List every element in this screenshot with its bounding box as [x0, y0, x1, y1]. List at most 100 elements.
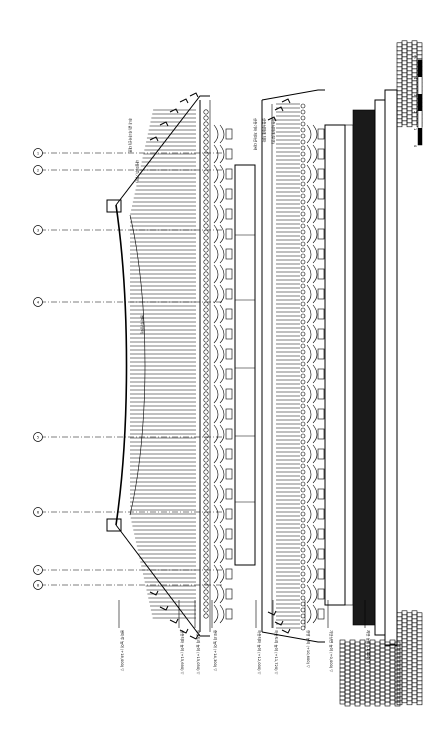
stone-block: [396, 82, 403, 88]
stone-block: [401, 108, 408, 114]
stone-block: [396, 94, 403, 100]
level-label: 중도리 높이 (+14,300) ▽: [213, 630, 218, 671]
stone-block: [359, 643, 366, 649]
tile-end: [203, 151, 209, 157]
stone-block: [379, 687, 386, 693]
stone-block: [394, 645, 401, 651]
tile-end: [300, 343, 306, 349]
stone-block: [374, 669, 381, 675]
eave-tile-hook: [159, 121, 169, 127]
bracket-block: [225, 608, 233, 620]
tile-end: [203, 397, 209, 403]
stone-block: [344, 645, 351, 651]
stone-block: [411, 80, 418, 86]
stone-block: [416, 644, 423, 650]
stone-block: [406, 628, 413, 634]
bracket-scallop: [312, 204, 318, 224]
tile-end: [203, 205, 209, 211]
stone-block: [396, 46, 403, 52]
stone-block: [374, 681, 381, 687]
stone-block: [406, 632, 413, 638]
tile-end: [203, 229, 209, 235]
stone-block: [406, 672, 413, 678]
stone-block: [369, 699, 376, 705]
stone-block: [401, 662, 408, 668]
stone-block: [401, 618, 408, 624]
bracket-scallop: [306, 524, 312, 544]
tile-end: [300, 601, 306, 607]
tile-end: [203, 373, 209, 379]
stone-block: [396, 118, 403, 124]
stone-block: [406, 114, 413, 120]
stone-wall-texture: [339, 40, 423, 707]
stone-block: [359, 667, 366, 673]
scale-tick-label: 4: [413, 77, 417, 80]
bracket-scallop: [219, 124, 225, 144]
stone-block: [416, 640, 423, 646]
tile-end: [203, 565, 209, 571]
annotation-label: 용마루(망와): [140, 315, 145, 335]
tile-end: [203, 265, 209, 271]
axis-label: 3: [37, 228, 39, 232]
bracket-scallop: [306, 504, 312, 524]
stone-block: [389, 671, 396, 677]
tile-end: [300, 589, 306, 595]
tile-end: [300, 235, 306, 241]
bracket-scallop: [213, 564, 219, 584]
bracket-block: [225, 288, 233, 300]
stone-block: [396, 696, 403, 702]
tile-end: [203, 589, 209, 595]
tile-end: [300, 541, 306, 547]
stone-block: [401, 84, 408, 90]
bracket-scallop: [306, 164, 312, 184]
stone-block: [354, 693, 361, 699]
stone-block: [401, 72, 408, 78]
tile-end: [300, 175, 306, 181]
stone-block: [344, 649, 351, 655]
annotation-label: 내림마루(기와): [135, 160, 140, 183]
bracket-scallop: [312, 404, 318, 424]
tile-end: [300, 373, 306, 379]
bracket-scallop: [312, 164, 318, 184]
tile-end: [203, 607, 209, 613]
tile-end: [203, 121, 209, 127]
bracket-scallop: [213, 344, 219, 364]
stone-block: [339, 683, 346, 689]
annotation-label: 하층서까래(부연): [271, 118, 276, 145]
stone-block: [406, 692, 413, 698]
stone-block: [374, 673, 381, 679]
tile-end: [300, 139, 306, 145]
bracket-scallop: [312, 424, 318, 444]
tile-end: [203, 487, 209, 493]
bracket-scallop: [306, 284, 312, 304]
stone-block: [349, 639, 356, 645]
stone-block: [406, 54, 413, 60]
stone-block: [359, 639, 366, 645]
tile-end: [203, 349, 209, 355]
tile-end: [203, 583, 209, 589]
stone-block: [384, 669, 391, 675]
tile-end: [300, 487, 306, 493]
stone-block: [411, 678, 418, 684]
stone-block: [416, 672, 423, 678]
tile-end: [300, 523, 306, 529]
upper-bracket-band: [213, 124, 233, 624]
stone-block: [401, 658, 408, 664]
tile-end: [203, 415, 209, 421]
stone-block: [401, 610, 408, 616]
tile-end: [203, 385, 209, 391]
stone-block: [406, 684, 413, 690]
stone-block: [359, 671, 366, 677]
bracket-scallop: [306, 244, 312, 264]
stone-block: [406, 58, 413, 64]
stone-block: [406, 636, 413, 642]
bracket-scallop: [312, 324, 318, 344]
stone-block: [374, 677, 381, 683]
stone-block: [379, 691, 386, 697]
stone-block: [374, 697, 381, 703]
stone-block: [384, 665, 391, 671]
tile-end: [300, 241, 306, 247]
bracket-block: [225, 528, 233, 540]
